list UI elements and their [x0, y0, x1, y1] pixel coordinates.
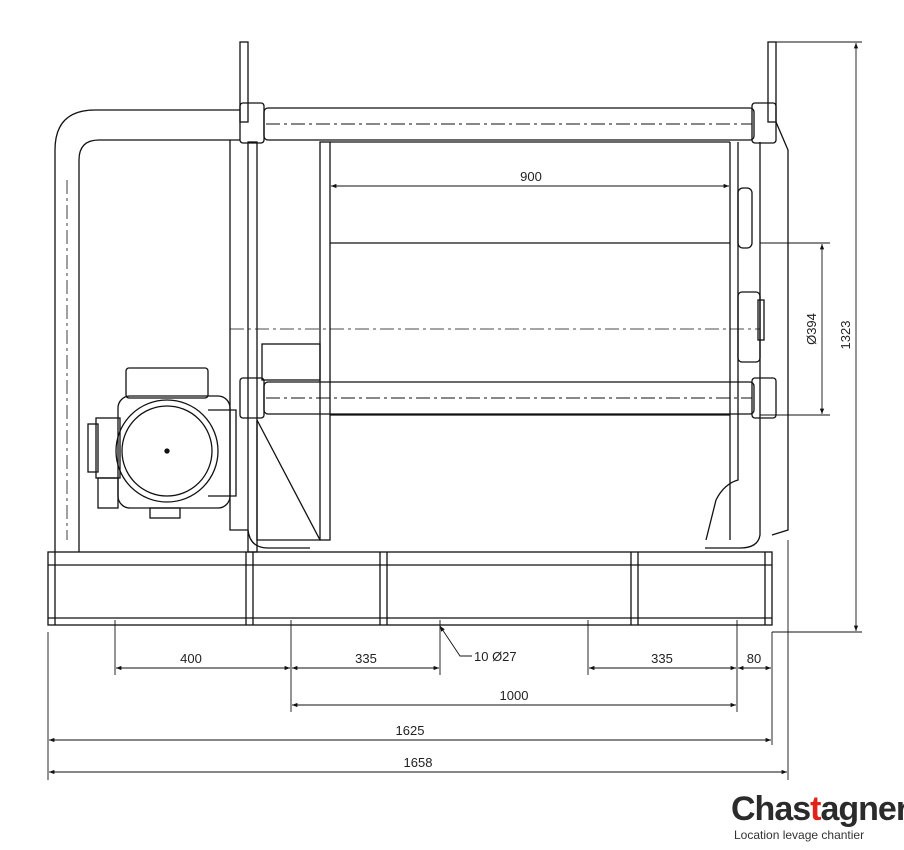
lower-tie-rod: [263, 381, 755, 415]
dim-right-offset: 80: [747, 651, 761, 666]
dim-inner-spacing: 1000: [500, 688, 529, 703]
dim-drum-length: 900: [520, 169, 542, 184]
dim-overall-height: 1323: [838, 321, 853, 350]
base-frame: [47, 551, 773, 626]
company-logo: Chastagner: [731, 792, 904, 826]
logo-name-part1: Chas: [731, 790, 811, 828]
center-lines: [66, 180, 760, 540]
gear-motor: [87, 367, 237, 519]
tube-frame: [54, 109, 240, 552]
left-side-plate: [229, 41, 322, 553]
right-side-plate: [705, 41, 789, 549]
dim-base-length: 1625: [396, 723, 425, 738]
dim-hole-spacing-left: 335: [355, 651, 377, 666]
dim-left-spacing: 400: [180, 651, 202, 666]
logo-name-accent: t: [810, 790, 821, 828]
dim-hole-note: 10 Ø27: [474, 649, 517, 664]
drum: [261, 141, 731, 541]
logo-name-part2: agner: [820, 790, 904, 828]
dim-overall-length: 1658: [404, 755, 433, 770]
logo-tagline: Location levage chantier: [734, 828, 865, 842]
upper-tie-rod: [263, 107, 755, 141]
dim-drum-diameter: Ø394: [804, 313, 819, 345]
dim-hole-spacing-right: 335: [651, 651, 673, 666]
